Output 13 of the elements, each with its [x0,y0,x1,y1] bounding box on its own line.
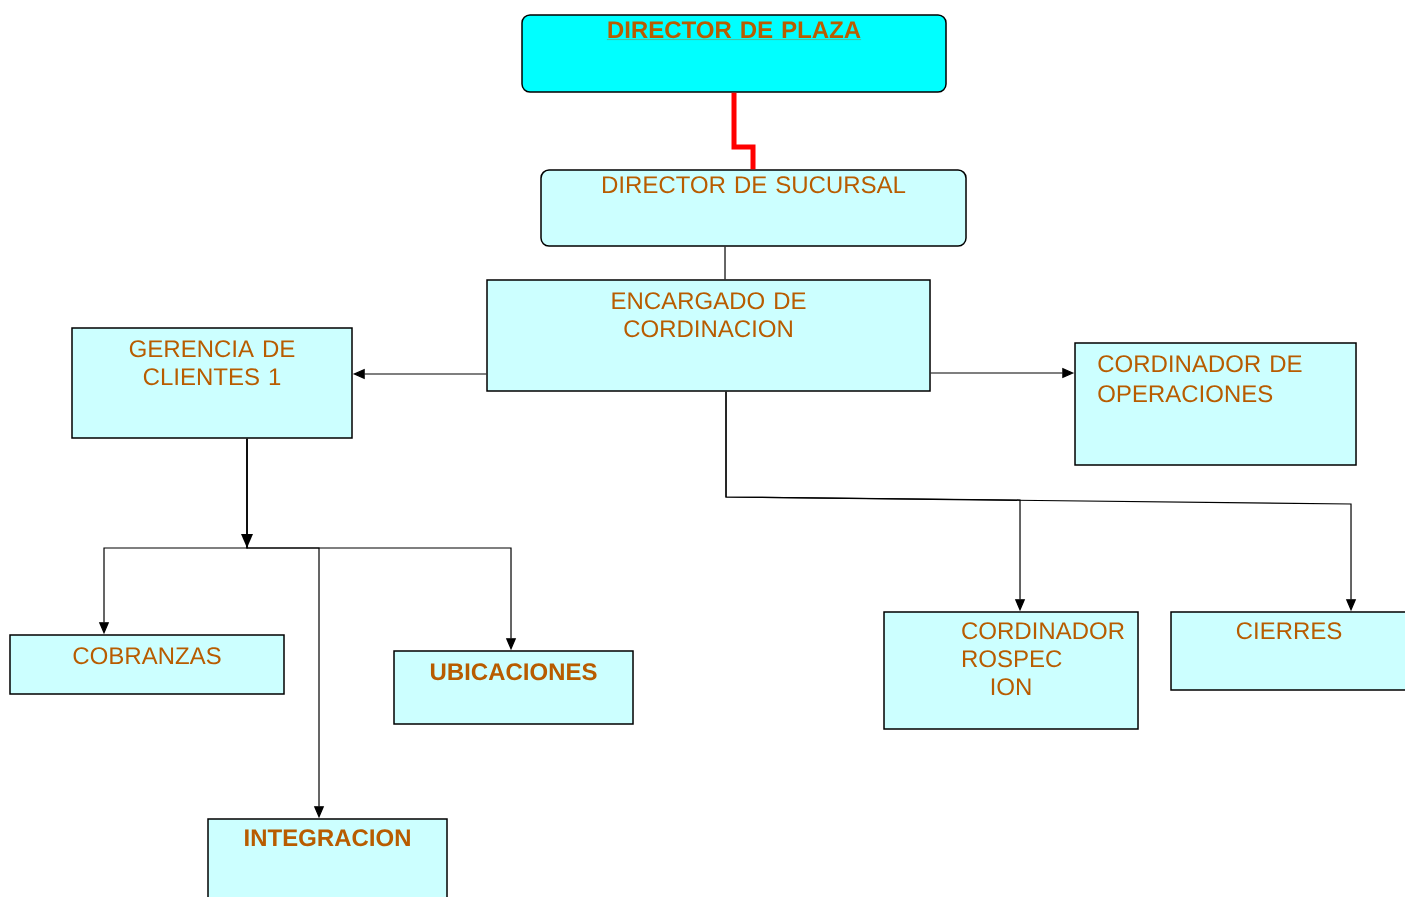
org-box: COBRANZAS [9,634,285,695]
org-box: CIERRES [1170,611,1405,691]
connector [731,92,756,170]
connector [724,246,726,280]
org-box: ENCARGADO DE CORDINACION [486,279,931,392]
org-box: GERENCIA DE CLIENTES 1 [71,327,353,439]
org-box: INTEGRACION [207,818,448,897]
org-box: CORDINADOR DE OPERACIONES [1074,342,1357,466]
org-box: DIRECTOR DE SUCURSAL [540,169,967,247]
org-box: DIRECTOR DE PLAZA [521,14,947,93]
org-box: CORDINADOR ROSPEC ION [883,611,1139,730]
arrow [241,534,253,548]
org-box: UBICACIONES [393,650,634,725]
